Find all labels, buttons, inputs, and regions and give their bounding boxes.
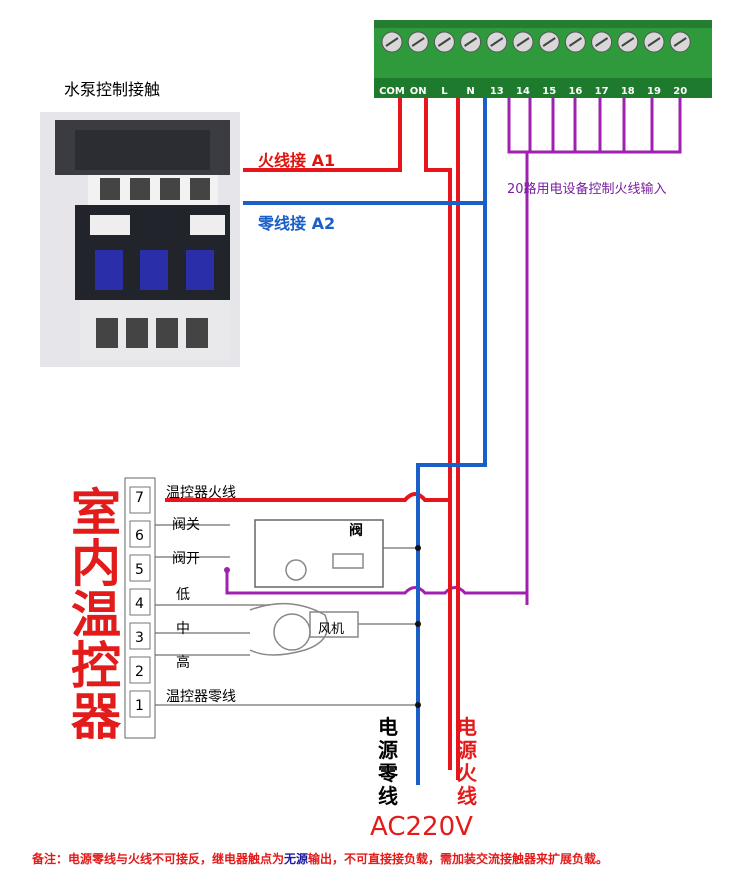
valve-label: 阀 xyxy=(349,523,363,539)
screw-slot xyxy=(542,37,556,47)
voltage-label: AC220V xyxy=(370,812,473,842)
terminal-5-num: 5 xyxy=(135,562,144,578)
screw-slot xyxy=(490,37,504,47)
terminal-strip-label: 14 xyxy=(516,86,530,97)
terminal-7-num: 7 xyxy=(135,490,144,506)
screw-slot xyxy=(516,37,530,47)
power-live-char: 线 xyxy=(457,784,477,808)
power-live-label: 电 源 火 线 xyxy=(455,716,479,808)
power-live-char: 火 xyxy=(457,761,477,785)
thermostat-title-char: 温 xyxy=(71,586,121,644)
power-neutral-label: 电 源 零 线 xyxy=(376,716,400,808)
thermostat-title-char: 器 xyxy=(71,688,121,746)
power-neutral-char: 零 xyxy=(378,761,398,785)
input-wires xyxy=(225,98,682,605)
terminal-1-label: 温控器零线 xyxy=(166,689,236,705)
terminal-6-label: 阀关 xyxy=(172,517,200,533)
screw-slot xyxy=(568,37,582,47)
note-highlight: 无源 xyxy=(284,852,309,866)
thermostat-wiring xyxy=(155,519,418,706)
power-neutral-char: 源 xyxy=(378,738,398,762)
neutral-to-a2-label: 零线接 A2 xyxy=(258,214,336,233)
inputs-label: 20路用电设备控制火线输入 xyxy=(507,182,667,197)
contactor-title: 水泵控制接触 xyxy=(64,80,161,99)
contactor-picture xyxy=(40,112,240,367)
terminal-screws: COM ON L N 13 14 15 16 17 18 19 20 xyxy=(379,31,691,97)
screw-slot xyxy=(411,37,425,47)
terminal-strip-label: 18 xyxy=(621,86,635,97)
screw-slot xyxy=(647,37,661,47)
terminal-box xyxy=(129,622,151,650)
terminal-strip-label: L xyxy=(441,86,448,97)
terminal-strip-label: 15 xyxy=(542,86,556,97)
terminal-5-label: 阀开 xyxy=(172,551,200,567)
terminal-strip: COM ON L N 13 14 15 16 17 18 19 20 xyxy=(374,20,712,98)
fan-label: 风机 xyxy=(318,622,345,637)
terminal-4-label: 低 xyxy=(176,587,190,603)
terminal-2-num: 2 xyxy=(135,664,144,680)
terminal-6-num: 6 xyxy=(135,528,144,544)
terminal-1-num: 1 xyxy=(135,698,144,714)
thermostat-terminal-block xyxy=(124,477,156,739)
thermostat-title-char: 内 xyxy=(71,535,121,593)
screw-slot xyxy=(673,37,687,47)
terminal-box xyxy=(129,690,151,718)
terminal-box xyxy=(129,486,151,514)
note-suffix: 输出，不可直接接负载，需加装交流接触器来扩展负载。 xyxy=(308,852,609,866)
terminal-4-num: 4 xyxy=(135,596,144,612)
terminal-strip-label: 20 xyxy=(673,86,687,97)
terminal-box xyxy=(129,588,151,616)
thermostat-title-char: 室 xyxy=(71,484,121,542)
screw-slot xyxy=(621,37,635,47)
terminal-7-label: 温控器火线 xyxy=(166,485,236,501)
terminal-3-num: 3 xyxy=(135,630,144,646)
live-to-a1-label: 火线接 A1 xyxy=(258,151,336,170)
terminal-box xyxy=(129,656,151,684)
terminal-strip-label: 19 xyxy=(647,86,661,97)
terminal-strip-label: 17 xyxy=(595,86,609,97)
thermostat-title-char: 控 xyxy=(71,637,121,695)
junction-dots xyxy=(224,545,421,708)
thermostat-title: 室 内 温 控 器 xyxy=(56,488,136,743)
terminal-strip-label: 13 xyxy=(490,86,504,97)
note-prefix: 备注：电源零线与火线不可接反，继电器触点为 xyxy=(32,852,285,866)
power-neutral-char: 线 xyxy=(378,784,398,808)
terminal-strip-label: N xyxy=(466,86,474,97)
terminal-2-label: 高 xyxy=(176,655,190,671)
screw-slot xyxy=(464,37,478,47)
terminal-3-label: 中 xyxy=(176,621,190,637)
screw-slot xyxy=(385,37,399,47)
live-wires xyxy=(165,98,460,780)
screw-slot xyxy=(595,37,609,47)
power-live-char: 电 xyxy=(457,715,477,739)
terminal-box xyxy=(129,554,151,582)
note-text: 备注：电源零线与火线不可接反，继电器触点为无源输出，不可直接接负载，需加装交流接… xyxy=(32,850,608,867)
terminal-strip-label: COM xyxy=(379,86,405,97)
terminal-strip-label: ON xyxy=(410,86,427,97)
terminal-box xyxy=(129,520,151,548)
screw-slot xyxy=(437,37,451,47)
terminal-strip-label: 16 xyxy=(568,86,582,97)
power-neutral-char: 电 xyxy=(378,715,398,739)
power-live-char: 源 xyxy=(457,738,477,762)
